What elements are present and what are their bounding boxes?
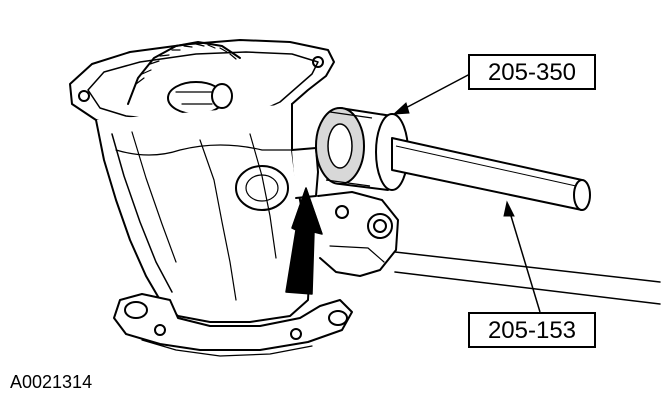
carrier-detail bbox=[175, 91, 217, 105]
leader-lines bbox=[397, 73, 541, 313]
handle-tool-205-153 bbox=[391, 137, 591, 211]
figure-id: A0021314 bbox=[10, 372, 93, 392]
axle-bore bbox=[235, 165, 289, 211]
leader-line-205-350 bbox=[397, 73, 471, 113]
ring-gear-teeth bbox=[135, 43, 237, 85]
pinion-flange-bolt-inner bbox=[373, 219, 387, 233]
leader-line-205-153 bbox=[507, 205, 541, 313]
axle-bore-inner bbox=[245, 174, 279, 202]
housing-rib bbox=[111, 133, 173, 293]
mount-bolt-hole bbox=[124, 301, 148, 319]
housing-contour bbox=[249, 133, 277, 259]
direction-arrow bbox=[285, 187, 323, 295]
callout-205-153: 205-153 bbox=[468, 312, 596, 348]
pinion-boss-bolt bbox=[335, 205, 349, 219]
pinion-boss-web bbox=[329, 245, 385, 263]
housing-contour bbox=[115, 144, 293, 156]
pinion-boss bbox=[317, 191, 399, 277]
arrowhead-205-350 bbox=[392, 102, 410, 115]
callout-205-350: 205-350 bbox=[468, 54, 596, 90]
cover-bolt-hole bbox=[312, 56, 324, 68]
leader-arrowheads bbox=[392, 102, 515, 217]
housing-contour bbox=[199, 139, 237, 301]
mount-bolt-hole bbox=[328, 310, 348, 326]
ring-gear bbox=[127, 41, 241, 105]
pinion-flange-bolt bbox=[367, 213, 393, 239]
mount-stud bbox=[154, 324, 166, 336]
carrier-bearing bbox=[211, 83, 233, 109]
flange-edge bbox=[141, 339, 313, 357]
floor-line bbox=[394, 251, 661, 283]
arrowhead-205-153 bbox=[503, 200, 515, 217]
housing-body bbox=[95, 103, 311, 323]
cover-bolt-hole bbox=[78, 90, 90, 102]
mounting-flange bbox=[113, 293, 353, 351]
floor-line bbox=[394, 271, 661, 305]
mount-stud bbox=[290, 328, 302, 340]
